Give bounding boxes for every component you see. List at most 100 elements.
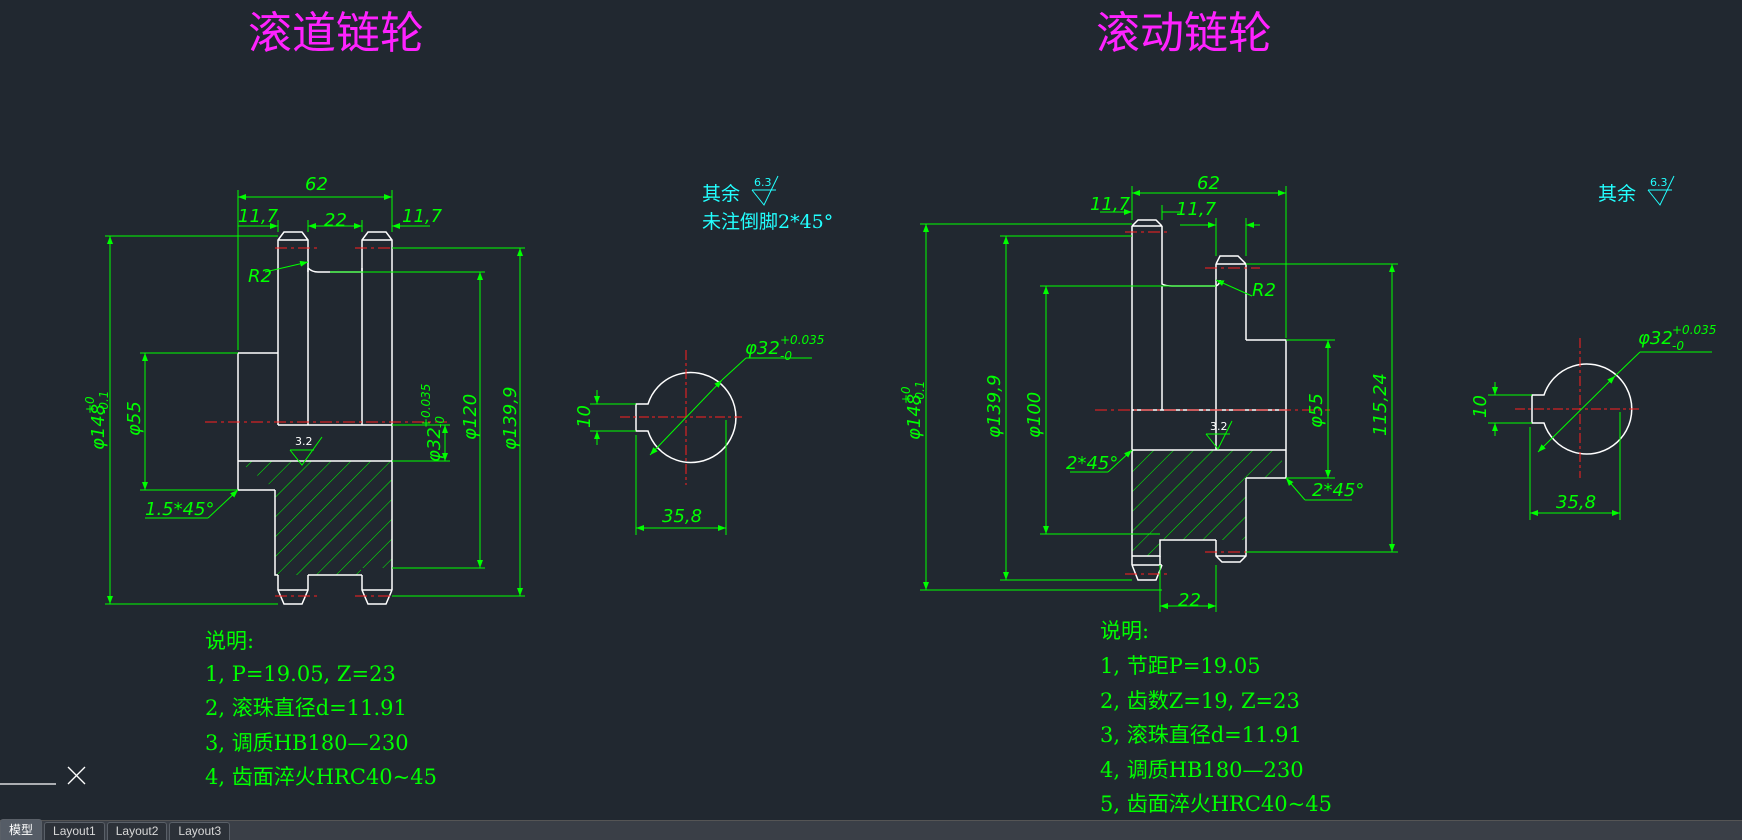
left-dim-width-total: 62: [305, 174, 328, 195]
left-keyway-dims: [590, 357, 812, 535]
right-dim-tip-dia-group: φ139,9: [984, 375, 1005, 438]
left-note-line: 3, 调质HB180—230: [205, 731, 409, 755]
left-dim-outer-tol-upper: +0: [83, 396, 97, 414]
left-keyway-bore-dia: φ32: [745, 338, 780, 359]
right-centerlines: [1095, 231, 1330, 575]
left-dim-tip-dia: φ139,9: [500, 387, 521, 450]
left-section-view[interactable]: 62 11,7 22 11,7 R2 1.5*45° 3.2 φ148 +0 -…: [83, 174, 525, 605]
model-space-canvas[interactable]: 滚道链轮 滚动链轮: [0, 0, 1742, 820]
right-note-line: 2, 齿数Z=19, Z=23: [1100, 689, 1300, 713]
right-keyway-bore-dia: φ32: [1638, 328, 1673, 349]
tab-layout2[interactable]: Layout2: [106, 822, 168, 840]
left-dim-bore-dia: φ32: [424, 427, 445, 462]
right-dim-outer-dia: φ148: [904, 394, 925, 440]
left-keyway-depth: 35,8: [662, 506, 702, 527]
left-dim-outer-tol-lower: -0.1: [97, 391, 111, 414]
left-dim-hub-dia: φ55: [124, 401, 145, 436]
right-keyway-bore-tol-lower: -0: [1672, 339, 1684, 353]
left-dim-root-dia: φ120: [460, 394, 481, 440]
right-roughness-value: 3.2: [1210, 420, 1228, 433]
left-dim-bore-tol-lower: -0: [433, 416, 447, 428]
right-dim-outer-dia-group: φ148 +0 -0.1: [899, 381, 927, 440]
tab-layout3[interactable]: Layout3: [169, 822, 231, 840]
left-dim-left-offset: 11,7: [238, 206, 279, 227]
left-dimension-lines: [105, 190, 525, 605]
right-note-line: 5, 齿面淬火HRC40~45: [1100, 792, 1332, 816]
right-dim-width-total: 62: [1197, 173, 1220, 194]
right-dim-chamfer-right: 2*45°: [1312, 480, 1364, 501]
right-roughness-note: 其余 6.3: [1598, 175, 1675, 206]
right-notes-heading: 说明:: [1100, 619, 1149, 643]
left-dim-hub-dia-group: φ55: [124, 401, 145, 436]
layout-tab-bar: 模型 Layout1 Layout2 Layout3: [0, 819, 1742, 840]
left-hatch: [238, 461, 392, 575]
right-keyway-centerlines: [1515, 338, 1640, 478]
left-dim-bore-tol-upper: +0.035: [419, 384, 433, 428]
left-outline: [237, 231, 393, 605]
left-dim-right-offset: 11,7: [402, 206, 443, 227]
left-keyway-bore-tol-lower: -0: [780, 349, 792, 363]
right-dim-root-dia: φ100: [1024, 392, 1045, 438]
left-keyway-width: 10: [574, 405, 595, 428]
right-dim-fillet: R2: [1252, 280, 1276, 301]
left-dim-root-dia-group: φ120: [460, 394, 481, 440]
right-dim-offset-b: 11,7: [1176, 199, 1217, 220]
right-keyway-dims: [1488, 351, 1712, 520]
left-notes-heading: 说明:: [205, 629, 254, 653]
right-dim-height-group: 115,24: [1370, 373, 1391, 436]
right-dim-offset-a: 11,7: [1090, 194, 1131, 215]
right-dim-chamfer-left: 2*45°: [1066, 453, 1118, 474]
right-dim-hub-dia: φ55: [1306, 393, 1327, 428]
right-notes: 说明: 1, 节距P=19.05 2, 齿数Z=19, Z=23 3, 滚珠直径…: [1100, 619, 1332, 816]
left-roughness-note-value: 6.3: [754, 176, 772, 189]
left-roughness-value: 3.2: [295, 435, 313, 448]
left-keyway-view[interactable]: φ32 +0.035 -0 10 35,8: [574, 333, 824, 535]
left-dim-outer-dia: φ148: [88, 404, 109, 450]
right-note-line: 3, 滚珠直径d=11.91: [1100, 723, 1302, 747]
left-dim-outer-dia-group: φ148 +0 -0.1: [83, 391, 111, 450]
ucs-icon: [0, 766, 86, 785]
left-dim-chamfer: 1.5*45°: [145, 499, 215, 520]
left-keyway-centerlines: [620, 350, 742, 485]
tab-model[interactable]: 模型: [0, 819, 43, 840]
cad-drawing[interactable]: 滚道链轮 滚动链轮: [0, 0, 1742, 820]
right-keyway-view[interactable]: φ32 +0.035 -0 10 35,8: [1470, 323, 1716, 520]
right-keyway-bore-tol-upper: +0.035: [1672, 323, 1716, 337]
right-hatch: [1132, 450, 1282, 556]
right-dim-outer-tol-upper: +0: [899, 386, 913, 404]
left-centerlines: [205, 247, 450, 597]
right-dim-bottom-width: 22: [1178, 590, 1201, 611]
left-dim-fillet: R2: [248, 266, 272, 287]
left-dim-tip-dia-group: φ139,9: [500, 387, 521, 450]
left-roughness-note: 其余 6.3 未注倒脚2*45°: [702, 175, 833, 233]
right-roughness-label: 其余: [1598, 183, 1636, 205]
right-keyway-depth: 35,8: [1556, 492, 1596, 513]
left-drawing-title: 滚道链轮: [248, 8, 424, 59]
left-note-line: 2, 滚珠直径d=11.91: [205, 696, 407, 720]
right-note-line: 1, 节距P=19.05: [1100, 654, 1261, 678]
right-keyway-width: 10: [1470, 395, 1491, 418]
right-dim-tip-dia: φ139,9: [984, 375, 1005, 438]
left-note-line: 1, P=19.05, Z=23: [205, 662, 396, 686]
left-dim-bore-dia-group: φ32 +0.035 -0: [419, 384, 447, 462]
right-dim-outer-tol-lower: -0.1: [913, 381, 927, 404]
right-dim-hub-dia-group: φ55: [1306, 393, 1327, 428]
left-keyway-bore-tol-upper: +0.035: [780, 333, 824, 347]
left-roughness-symbol: [751, 175, 779, 206]
right-roughness-note-value: 6.3: [1650, 176, 1668, 189]
left-note-line: 4, 齿面淬火HRC40~45: [205, 765, 437, 789]
tab-layout1[interactable]: Layout1: [44, 822, 105, 840]
left-chamfer-note: 未注倒脚2*45°: [702, 211, 833, 233]
left-dim-center-gap: 22: [324, 210, 347, 231]
left-notes: 说明: 1, P=19.05, Z=23 2, 滚珠直径d=11.91 3, 调…: [205, 629, 437, 789]
right-dim-height: 115,24: [1370, 373, 1391, 436]
right-roughness-symbol: [1647, 175, 1675, 206]
right-drawing-title: 滚动链轮: [1096, 8, 1272, 59]
right-dim-root-dia-group: φ100: [1024, 392, 1045, 438]
right-keyway-width-group: 10: [1470, 395, 1491, 418]
left-keyway-width-group: 10: [574, 405, 595, 428]
right-note-line: 4, 调质HB180—230: [1100, 758, 1304, 782]
right-dimension-lines: [920, 186, 1398, 612]
right-section-view[interactable]: 62 11,7 11,7 R2 2*45° 2*45° 22 3.2 φ148 …: [899, 173, 1398, 612]
left-roughness-label: 其余: [702, 183, 740, 205]
